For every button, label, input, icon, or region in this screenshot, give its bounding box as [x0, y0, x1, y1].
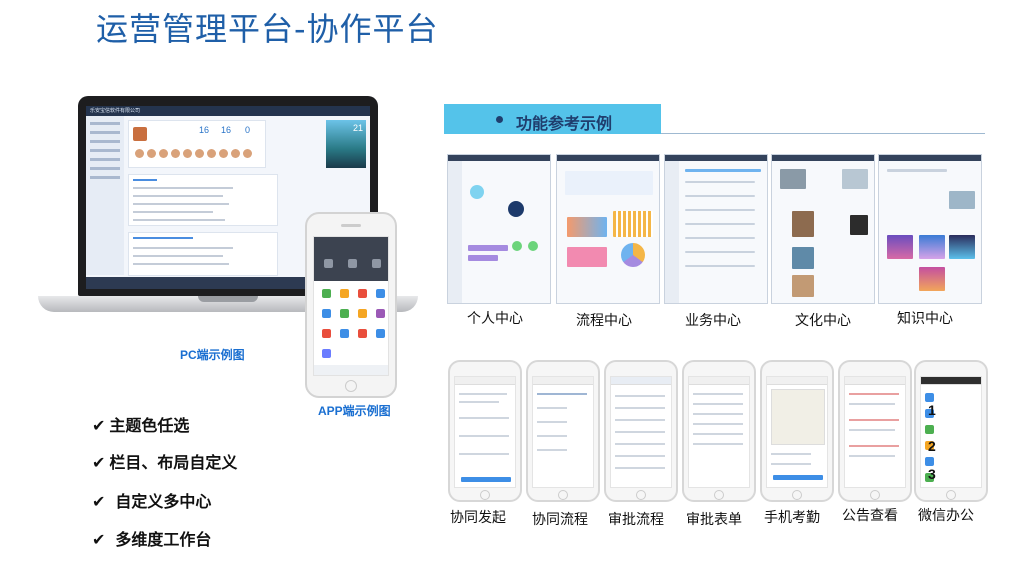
app-icon [358, 309, 367, 318]
app-icon [322, 349, 331, 358]
wechat-number: 1 [928, 402, 936, 418]
app-icon [322, 329, 331, 338]
feature-label: 自定义多中心 [115, 494, 212, 511]
check-icon: ✔ [92, 494, 106, 511]
web-caption-culture: 文化中心 [795, 312, 851, 328]
screen-profile-card: 16 16 0 [128, 120, 266, 168]
mobile-caption: 审批表单 [686, 511, 742, 527]
screen-list-card-2 [128, 232, 278, 276]
feature-item: ✔ 多维度工作台 [92, 526, 211, 550]
feature-label: 主题色任选 [109, 418, 190, 435]
check-icon: ✔ [92, 418, 106, 435]
mobile-screenshot-approval-flow [604, 360, 678, 502]
app-icon [376, 309, 385, 318]
web-caption-knowledge: 知识中心 [897, 310, 953, 326]
section-title: 功能参考示例 [516, 116, 613, 133]
screen-taskbar [86, 277, 370, 289]
mobile-screenshot-collab-start [448, 360, 522, 502]
web-caption-personal: 个人中心 [467, 310, 523, 326]
map-view [771, 389, 825, 445]
laptop-notch [198, 296, 258, 302]
screen-header-bar: 乐安宝信软件有限公司 [86, 106, 370, 116]
web-screenshot-business [664, 154, 768, 304]
screen-stat-2: 16 [221, 125, 232, 135]
app-icon [358, 329, 367, 338]
web-screenshot-process [556, 154, 660, 304]
screen-company-name: 乐安宝信软件有限公司 [90, 108, 141, 114]
web-screenshot-knowledge [878, 154, 982, 304]
screen-list-card-1 [128, 174, 278, 226]
web-caption-process: 流程中心 [576, 312, 632, 328]
mobile-caption: 协同发起 [450, 509, 506, 525]
app-icon [358, 289, 367, 298]
wechat-number: 2 [928, 438, 936, 454]
screen-weather-value: 21 [352, 123, 363, 133]
mobile-caption: 协同流程 [532, 511, 588, 527]
laptop-screen: 乐安宝信软件有限公司 16 16 0 21 [86, 106, 370, 289]
phone-tabbar [314, 365, 388, 375]
wechat-number: 3 [928, 466, 936, 482]
app-icon [376, 289, 385, 298]
mobile-screenshot-approval-form [682, 360, 756, 502]
web-screenshot-personal [447, 154, 551, 304]
feature-item: ✔栏目、布局自定义 [92, 449, 237, 473]
screen-sidebar [86, 116, 124, 275]
mobile-screenshot-attendance [760, 360, 834, 502]
bullet-icon [496, 116, 503, 123]
app-icon [340, 329, 349, 338]
screen-weather-widget: 21 [326, 120, 366, 168]
mobile-caption: 微信办公 [918, 507, 974, 523]
mobile-screenshot-collab-flow [526, 360, 600, 502]
screen-stat-3: 0 [245, 125, 251, 135]
check-icon: ✔ [92, 532, 106, 549]
feature-item: ✔ 自定义多中心 [92, 488, 211, 512]
feature-item: ✔主题色任选 [92, 412, 189, 436]
mobile-screenshot-announcement [838, 360, 912, 502]
screen-stat-1: 16 [199, 125, 210, 135]
app-icon [340, 289, 349, 298]
app-icon [322, 289, 331, 298]
section-divider [661, 133, 985, 134]
mobile-caption: 公告查看 [842, 507, 898, 523]
pc-caption: PC端示例图 [180, 348, 245, 362]
app-phone-mockup [305, 212, 397, 398]
phone-home-button [345, 380, 357, 392]
feature-label: 栏目、布局自定义 [109, 455, 238, 472]
section-header: 功能参考示例 [444, 104, 661, 134]
app-caption: APP端示例图 [318, 404, 391, 418]
mobile-caption: 审批流程 [608, 511, 664, 527]
pc-laptop-mockup: 乐安宝信软件有限公司 16 16 0 21 [38, 96, 418, 336]
phone-header-panel [314, 237, 388, 281]
app-icon [376, 329, 385, 338]
screen-main: 16 16 0 21 [128, 120, 366, 276]
mobile-screenshot-wechat: 1 2 3 [914, 360, 988, 502]
feature-label: 多维度工作台 [115, 532, 212, 549]
phone-screen [313, 236, 389, 376]
web-caption-business: 业务中心 [685, 312, 741, 328]
mobile-caption: 手机考勤 [764, 509, 820, 525]
phone-speaker [341, 224, 361, 227]
app-icon [322, 309, 331, 318]
web-screenshot-culture [771, 154, 875, 304]
check-icon: ✔ [92, 455, 106, 472]
app-icon [340, 309, 349, 318]
page-title: 运营管理平台-协作平台 [96, 10, 439, 48]
